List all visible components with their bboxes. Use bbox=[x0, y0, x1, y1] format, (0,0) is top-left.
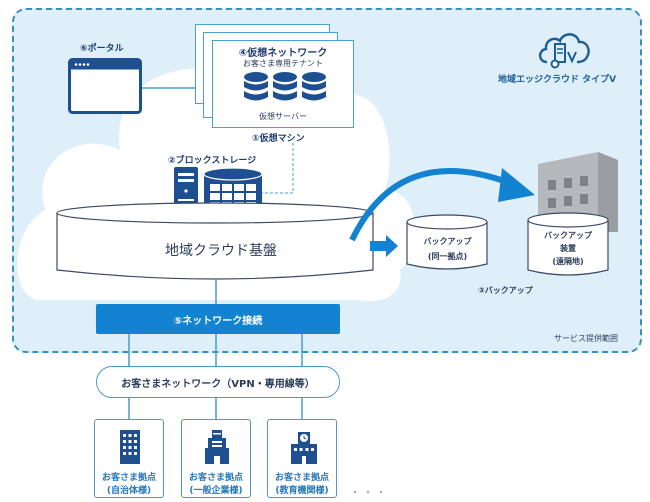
customer-site-municipality[interactable]: お客さま拠点 (自治体様) bbox=[94, 419, 164, 498]
customer-network-pill[interactable]: お客さまネットワーク（VPN・専用線等） bbox=[96, 366, 340, 398]
local-backup-line1: バックアップ bbox=[423, 237, 472, 246]
company-building-icon bbox=[205, 430, 229, 464]
remote-backup-line3: (遠隔地) bbox=[552, 257, 584, 266]
remote-backup-cylinder[interactable] bbox=[526, 210, 610, 280]
site-label-line2: (自治体様) bbox=[106, 486, 152, 496]
school-building-icon bbox=[291, 432, 317, 464]
edge-cloud-v-icon bbox=[538, 33, 590, 69]
customer-site-enterprise[interactable]: お客さま拠点 (一般企業様) bbox=[181, 419, 251, 498]
block-storage-label: ②ブロックストレージ bbox=[168, 156, 257, 166]
remote-backup-line1: バックアップ bbox=[544, 231, 592, 240]
site-label-line1: お客さま拠点 bbox=[274, 473, 329, 483]
database-stack-icon bbox=[244, 72, 326, 101]
virtual-server-label: 仮想サーバー bbox=[259, 112, 307, 121]
local-backup-line2: (同一拠点) bbox=[427, 252, 468, 261]
remote-building-icon bbox=[538, 152, 618, 232]
local-backup-cylinder[interactable] bbox=[405, 212, 490, 274]
virtual-machine-label: ①仮想マシン bbox=[252, 134, 305, 144]
customer-site-education[interactable]: お客さま拠点 (教育機関様) bbox=[267, 419, 337, 498]
site-label-line1: お客さま拠点 bbox=[101, 473, 156, 483]
office-building-icon bbox=[120, 430, 140, 464]
brand-label: 地域エッジクラウド タイプV bbox=[498, 75, 617, 85]
virtual-network-title: ④仮想ネットワーク bbox=[238, 48, 328, 59]
browser-window-icon[interactable] bbox=[68, 58, 142, 114]
remote-backup-arrow bbox=[349, 168, 535, 242]
site-label-line2: (一般企業様) bbox=[189, 486, 243, 496]
site-label-line2: (教育機関様) bbox=[275, 486, 329, 496]
network-connection-bar[interactable]: ⑤ネットワーク接続 bbox=[96, 304, 340, 334]
portal-label: ⑥ポータル bbox=[80, 44, 124, 54]
virtual-network-subtitle: お客さま専用テナント bbox=[243, 59, 323, 68]
more-sites-ellipsis: ・・・ bbox=[350, 488, 389, 499]
server-tower-icon bbox=[174, 167, 198, 212]
cloud-base-cylinder[interactable] bbox=[55, 200, 375, 285]
scope-label: サービス提供範囲 bbox=[554, 334, 618, 343]
site-label-line1: お客さま拠点 bbox=[188, 473, 243, 483]
backup-label: ③バックアップ bbox=[478, 286, 533, 295]
cloud-base-label: 地域クラウド基盤 bbox=[165, 243, 277, 259]
vm-storage-connector bbox=[255, 143, 294, 194]
backup-arrow-icon bbox=[370, 235, 398, 257]
tenant-card[interactable]: ④仮想ネットワーク お客さま専用テナント 仮想サーバー bbox=[212, 40, 354, 128]
remote-backup-line2: 装置 bbox=[560, 244, 576, 253]
